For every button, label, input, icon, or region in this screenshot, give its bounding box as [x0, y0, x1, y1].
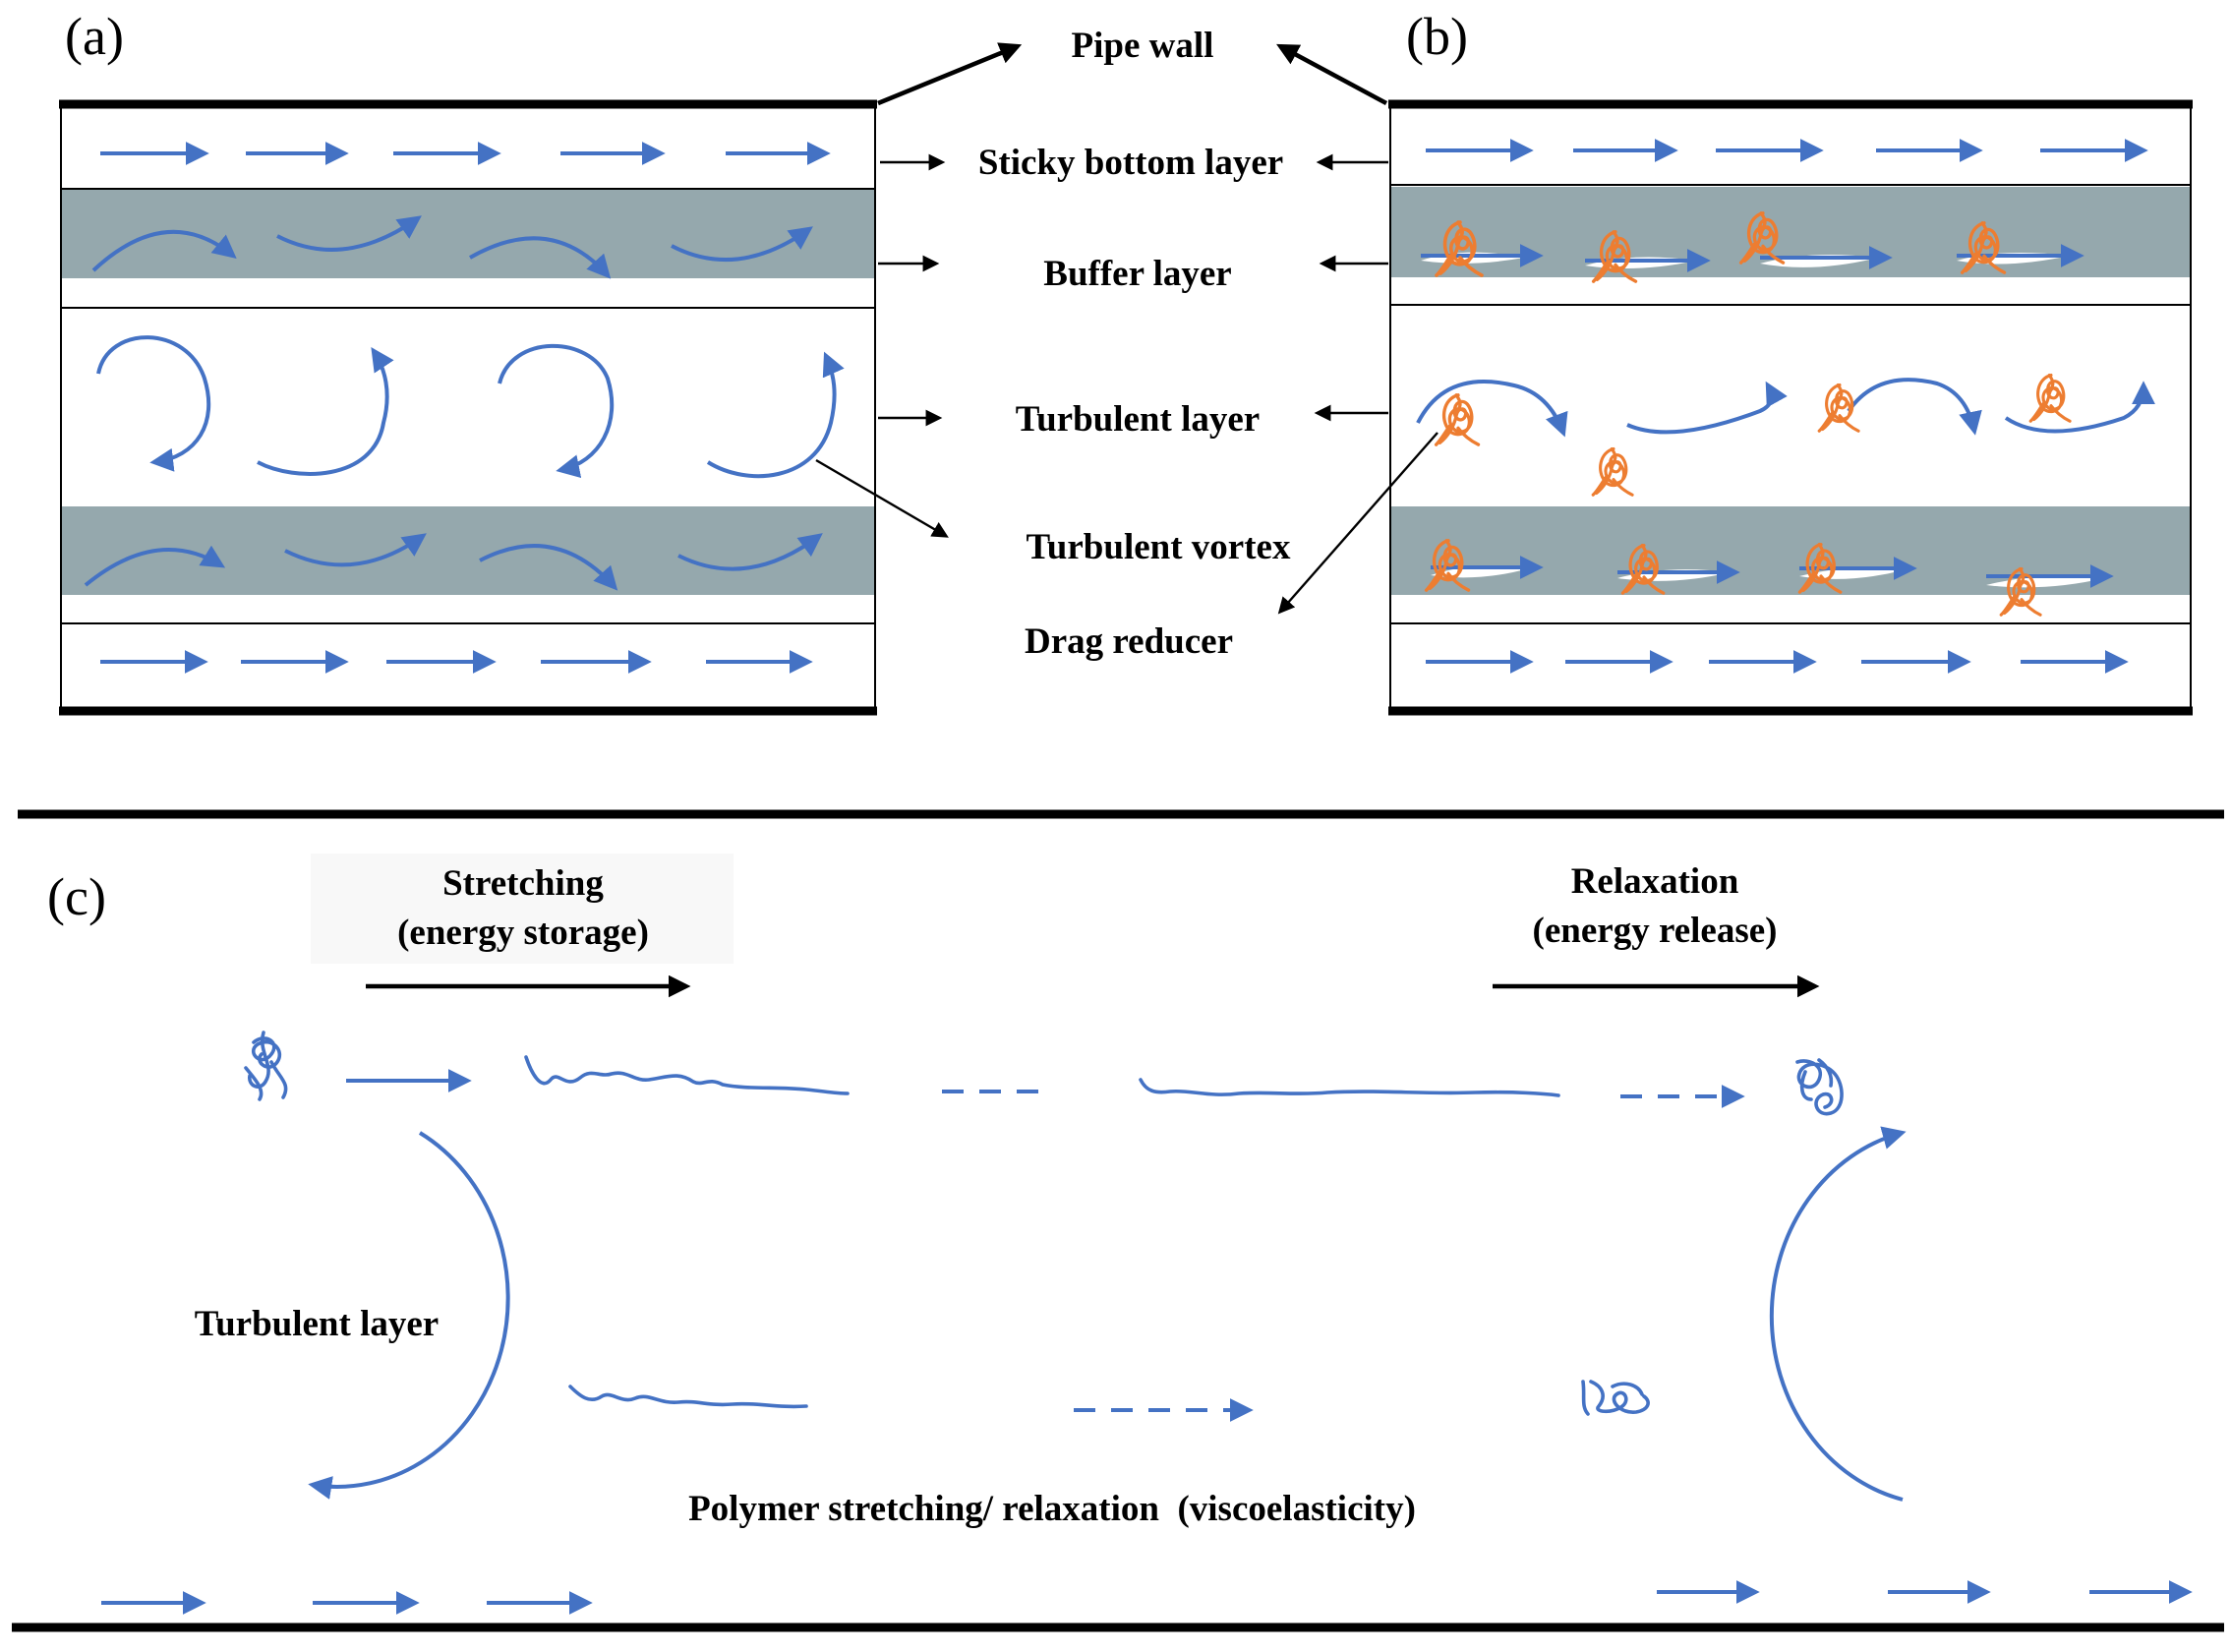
- turbulent-vortex-left: [308, 1131, 510, 1500]
- polymer-chain-lower: [568, 1385, 808, 1409]
- panel-a-buffer-arrows-top: [91, 215, 813, 279]
- panel-a-buffer-arrows-bottom: [84, 533, 823, 591]
- panel-a: (a): [59, 7, 877, 716]
- sticky-bottom-layer-label: Sticky bottom layer: [978, 143, 1283, 183]
- turbulent-vortex-label: Turbulent vortex: [1027, 527, 1291, 567]
- stretching-label-bg: [311, 854, 734, 964]
- polymer-chain-partial: [524, 1055, 850, 1095]
- relaxation-sub-label: (energy release): [1533, 911, 1778, 951]
- relaxation-label: Relaxation: [1571, 861, 1739, 902]
- buffer-layer-label: Buffer layer: [1043, 254, 1231, 294]
- drag-reducer-pointer: [1277, 432, 1438, 615]
- polymer-coil-lower: [1581, 1380, 1650, 1416]
- panel-b-turbulent-arrows: [1416, 378, 2155, 438]
- drag-reducer-coil: [1434, 393, 1481, 446]
- drag-reducer-label: Drag reducer: [1025, 621, 1233, 662]
- panel-a-label: (a): [65, 7, 124, 66]
- panel-c-label: (c): [47, 867, 106, 926]
- pipe-wall-label: Pipe wall: [1072, 26, 1214, 66]
- polymer-coil-relaxed: [1795, 1058, 1844, 1116]
- polymer-caption: Polymer stretching/ relaxation (viscoela…: [688, 1489, 1416, 1529]
- turbulent-layer-label: Turbulent layer: [1016, 399, 1260, 440]
- polymer-chain-stretched: [1139, 1078, 1560, 1097]
- callouts: Pipe wall Sticky bottom layer Buffer lay…: [815, 26, 1438, 662]
- drag-reducer-coil: [1817, 383, 1860, 434]
- drag-reducer-coil: [2028, 373, 2072, 424]
- turbulent-vortex-pointer: [815, 458, 949, 538]
- panel-c-bottom-arrows: [101, 1580, 2193, 1615]
- panel-b-label: (b): [1406, 7, 1468, 66]
- pipe-wall-pointer-b: [1276, 43, 1388, 105]
- panel-a-buffer-band-bottom: [62, 506, 874, 595]
- pipe-wall-pointer-a: [877, 42, 1023, 106]
- panel-b: (b): [1388, 7, 2193, 716]
- panel-a-vortices: [96, 335, 845, 479]
- turbulent-vortex-right: [1769, 1126, 1907, 1502]
- panel-c: (c) Stretching (energy storage) Relaxati…: [12, 854, 2224, 1632]
- stretching-sub-label: (energy storage): [397, 913, 649, 953]
- turbulent-layer-label-c: Turbulent layer: [195, 1304, 439, 1344]
- drag-reducer-coil: [1591, 446, 1634, 498]
- stretching-label: Stretching: [442, 863, 604, 904]
- polymer-coil-start: [244, 1031, 288, 1101]
